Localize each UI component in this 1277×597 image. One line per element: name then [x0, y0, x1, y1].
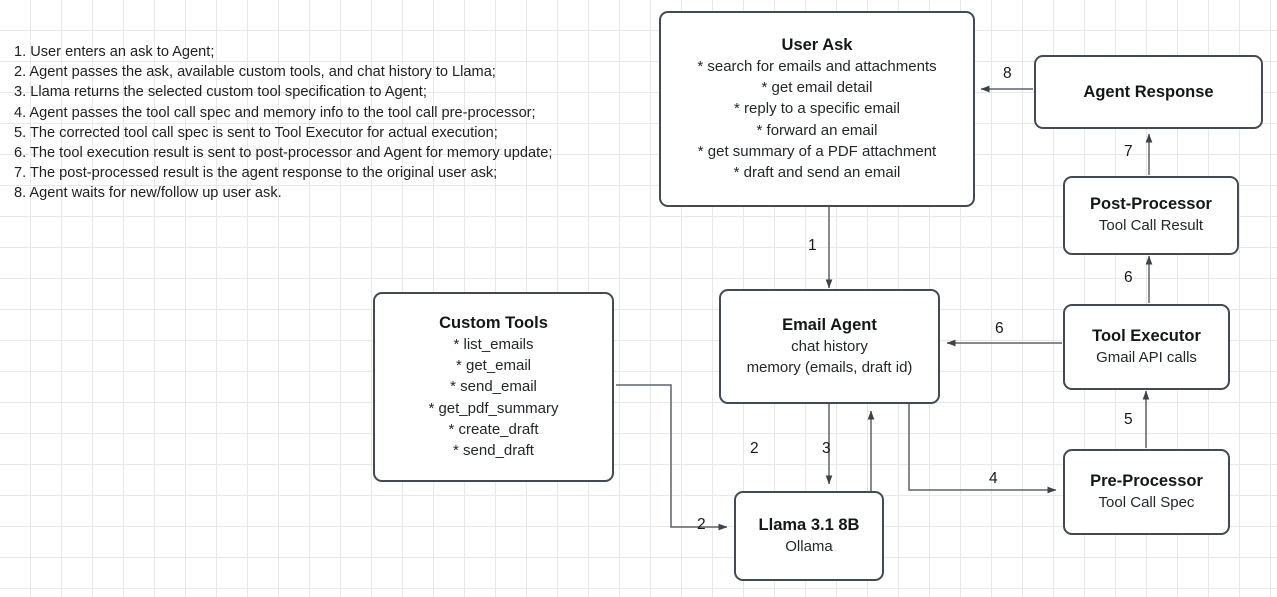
legend-line-7: 7. The post-processed result is the agen… — [14, 165, 498, 182]
user-ask-item-3: * reply to a specific email — [734, 100, 900, 118]
tool-executor-title: Tool Executor — [1092, 326, 1201, 345]
email-agent-title: Email Agent — [782, 315, 877, 334]
edge-2b-path — [616, 384, 728, 531]
agent-response-title: Agent Response — [1083, 82, 1214, 101]
legend-line-1: 1. User enters an ask to Agent; — [14, 44, 215, 60]
legend-line-8: 8. Agent waits for new/follow up user as… — [14, 185, 282, 202]
legend-line-4: 4. Agent passes the tool call spec and m… — [14, 104, 536, 121]
user-ask-item-4: * forward an email — [756, 121, 878, 139]
edge-label-5: 5 — [1124, 411, 1133, 428]
edge-4-path — [908, 404, 1057, 494]
node-agent-response[interactable]: Agent Response — [1034, 55, 1263, 129]
email-agent-subtitle-2: memory (emails, draft id) — [746, 359, 913, 376]
legend-line-6: 6. The tool execution result is sent to … — [14, 145, 553, 162]
legend-line-2: 2. Agent passes the ask, available custo… — [14, 64, 496, 81]
tool-executor-subtitle: Gmail API calls — [1096, 348, 1197, 366]
custom-tools-item-6: * send_draft — [453, 442, 534, 460]
llama-title: Llama 3.1 8B — [758, 515, 860, 534]
post-processor-subtitle: Tool Call Result — [1098, 217, 1204, 235]
node-pre-processor[interactable]: Pre-Processor Tool Call Spec — [1063, 449, 1230, 535]
custom-tools-item-2: * get_email — [455, 356, 532, 374]
flow-legend: 1. User enters an ask to Agent; 2. Agent… — [14, 42, 552, 204]
user-ask-item-5: * get summary of a PDF attachment — [697, 142, 937, 160]
edge-label-6b: 6 — [995, 320, 1004, 337]
email-agent-subtitle-1: chat history — [791, 337, 868, 355]
edge-label-4: 4 — [989, 470, 998, 487]
edge-label-2b: 2 — [697, 516, 706, 533]
user-ask-item-1: * search for emails and attachments — [697, 57, 937, 75]
pre-processor-title: Pre-Processor — [1090, 471, 1203, 490]
node-post-processor[interactable]: Post-Processor Tool Call Result — [1063, 176, 1239, 255]
edge-label-3: 3 — [822, 440, 831, 457]
edge-label-6a: 6 — [1124, 269, 1133, 286]
edge-label-1: 1 — [808, 237, 817, 254]
legend-line-3: 3. Llama returns the selected custom too… — [14, 84, 427, 101]
llama-subtitle: Ollama — [785, 537, 833, 555]
node-user-ask[interactable]: User Ask * search for emails and attachm… — [659, 11, 975, 207]
user-ask-title: User Ask — [781, 35, 853, 54]
user-ask-item-6: * draft and send an email — [733, 164, 901, 182]
legend-line-5: 5. The corrected tool call spec is sent … — [14, 124, 498, 141]
edge-label-7: 7 — [1124, 143, 1133, 160]
edge-label-8: 8 — [1003, 65, 1012, 82]
node-custom-tools[interactable]: Custom Tools * list_emails * get_email *… — [373, 292, 614, 482]
custom-tools-item-5: * create_draft — [448, 420, 539, 438]
post-processor-title: Post-Processor — [1090, 195, 1212, 214]
custom-tools-title: Custom Tools — [439, 313, 548, 332]
user-ask-item-2: * get email detail — [761, 78, 873, 96]
node-llama[interactable]: Llama 3.1 8B Ollama — [734, 491, 884, 581]
pre-processor-subtitle: Tool Call Spec — [1098, 493, 1195, 511]
custom-tools-item-3: * send_email — [450, 378, 537, 396]
custom-tools-item-4: * get_pdf_summary — [428, 399, 559, 417]
edge-label-2: 2 — [750, 440, 759, 457]
node-tool-executor[interactable]: Tool Executor Gmail API calls — [1063, 304, 1230, 390]
custom-tools-item-1: * list_emails — [453, 335, 534, 353]
node-email-agent[interactable]: Email Agent chat history memory (emails,… — [719, 289, 940, 404]
